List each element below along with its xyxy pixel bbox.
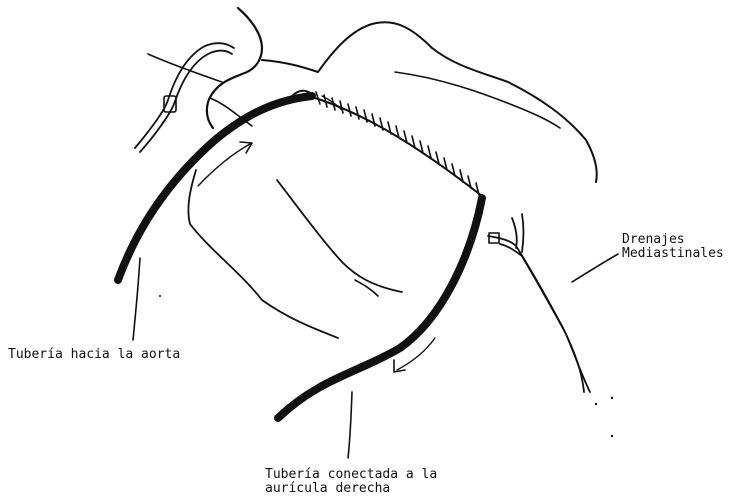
drenajes-label-line2: Mediastinales	[622, 246, 724, 261]
aorta-label: Tubería hacia la aorta	[8, 348, 180, 362]
speck-dots	[159, 295, 613, 437]
drain-tube-outer	[488, 236, 584, 392]
atrium-leader-line	[348, 392, 352, 458]
rib-line-2	[355, 280, 378, 296]
suture-line	[312, 97, 482, 196]
left-body-contour	[188, 170, 338, 338]
aorta-leader-line	[133, 258, 140, 340]
drain-leader-line	[572, 254, 618, 282]
drenajes-label: Drenajes Mediastinales	[622, 233, 724, 261]
drain-tube-inner	[500, 244, 590, 392]
aorta-flow-arrowhead	[240, 142, 252, 153]
auricula-label-line1: Tubería conectada a la	[265, 467, 437, 482]
shoulder-inner-line	[395, 72, 560, 128]
auricula-label: Tubería conectada a la aurícula derecha	[265, 468, 437, 496]
rib-line-1	[277, 180, 402, 292]
atrium-tube	[278, 198, 482, 418]
drain-branch	[512, 214, 524, 252]
auricula-label-line2: aurícula derecha	[265, 481, 390, 496]
drenajes-label-line1: Drenajes	[622, 232, 685, 247]
